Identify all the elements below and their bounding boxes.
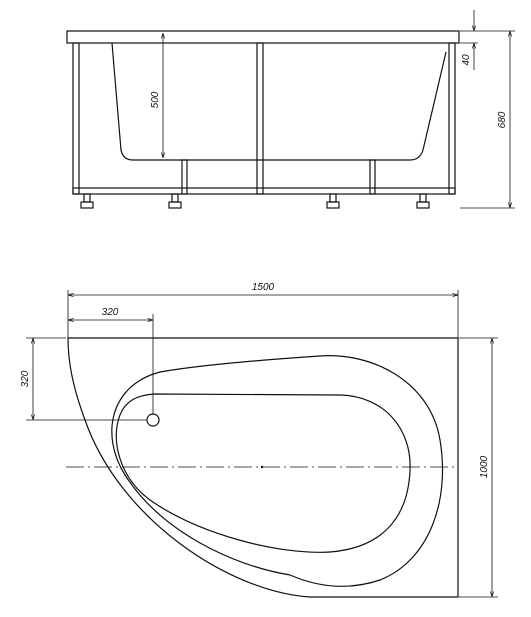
- width-dimension-label: 1000: [479, 455, 490, 478]
- front-view: 500 40 680: [66, 10, 515, 209]
- tub-basin-profile: [111, 42, 447, 161]
- adjustable-feet: [80, 193, 430, 209]
- length-dimension-label: 1500: [252, 282, 275, 293]
- support-frame: [72, 42, 456, 195]
- height-dimension: 680: [460, 30, 515, 209]
- depth-dimension: 500: [150, 33, 163, 158]
- drain-hole: [146, 413, 160, 427]
- drain-offset-x-dimension: 320: [68, 307, 154, 414]
- drain-offset-x-label: 320: [102, 307, 119, 318]
- tub-rim: [66, 30, 460, 44]
- tub-outer-contour: [67, 337, 459, 598]
- width-dimension: 1000: [459, 337, 498, 598]
- length-dimension: 1500: [67, 282, 459, 338]
- height-dimension-label: 680: [497, 111, 508, 128]
- rim-dimension-label: 40: [461, 54, 472, 66]
- tub-basin-outline: [115, 393, 411, 553]
- tub-inner-rim: [111, 355, 444, 587]
- drain-offset-y-label: 320: [20, 370, 31, 387]
- center-point: [260, 465, 264, 469]
- rim-dimension: 40: [460, 10, 478, 70]
- top-view: 1500 320 320 1000: [20, 282, 498, 598]
- depth-dimension-label: 500: [150, 91, 161, 108]
- drain-offset-y-dimension: 320: [20, 337, 147, 421]
